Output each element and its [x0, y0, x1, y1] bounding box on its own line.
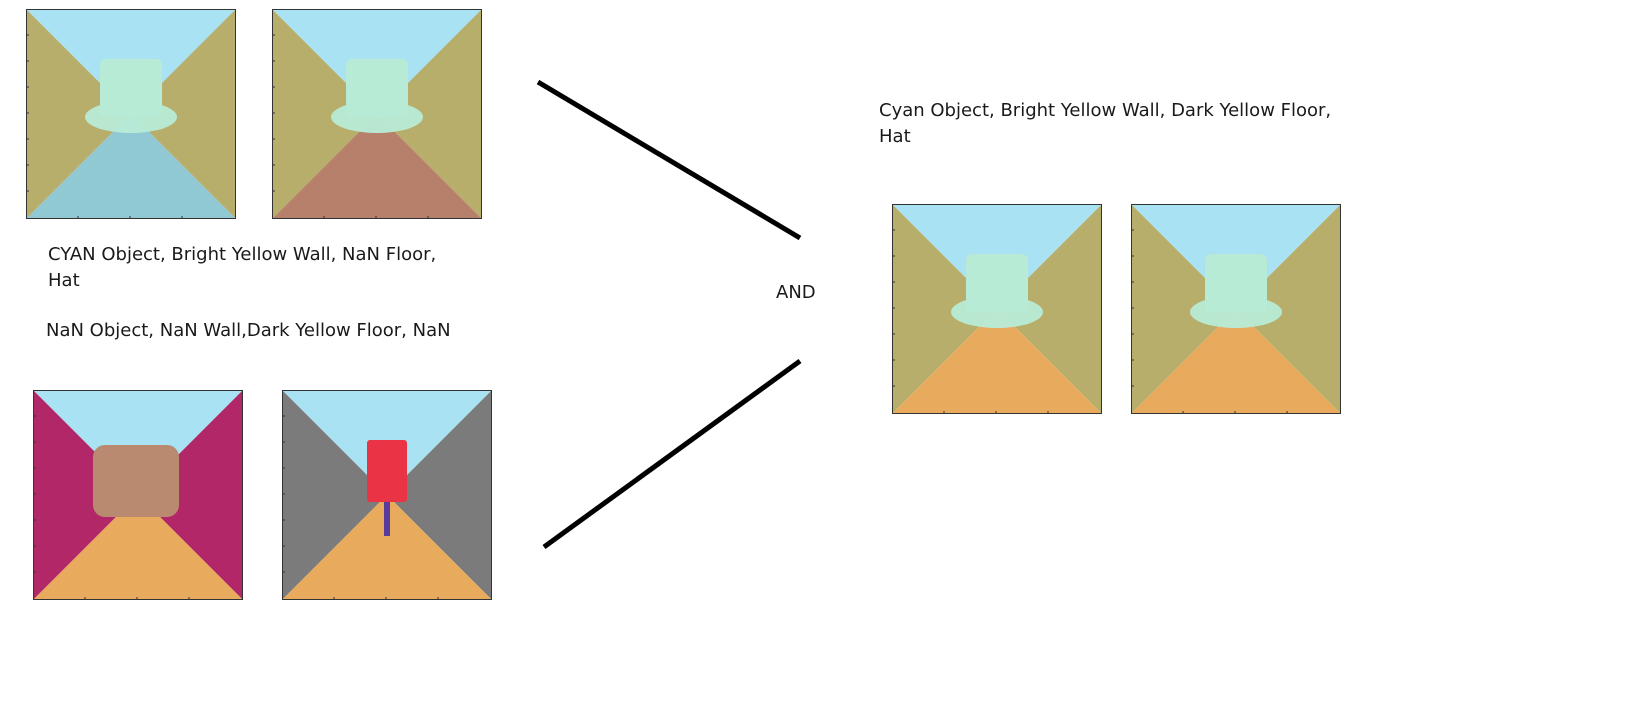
- panel-top-left-2: [272, 9, 482, 219]
- hat-crown: [1205, 254, 1267, 312]
- ceiling: [33, 390, 243, 495]
- right-wall: [1236, 204, 1341, 414]
- hat-crown: [346, 59, 408, 117]
- panel-top-left-1: [26, 9, 236, 219]
- panel-right-1: [892, 204, 1102, 414]
- left-wall: [26, 9, 131, 219]
- panel-frame: [892, 204, 1102, 414]
- hat-crown: [966, 254, 1028, 312]
- corridor-image: [282, 390, 492, 600]
- label-top-left: CYAN Object, Bright Yellow Wall, NaN Flo…: [48, 244, 437, 291]
- panel-frame: [33, 390, 243, 600]
- panel-frame: [282, 390, 492, 600]
- right-wall: [377, 9, 482, 219]
- left-wall: [272, 9, 377, 219]
- connector-line-top: [536, 79, 802, 241]
- corridor-image: [26, 9, 236, 219]
- right-wall: [131, 9, 236, 219]
- floor: [282, 495, 492, 600]
- post-stem: [384, 494, 390, 536]
- panel-frame: [1131, 204, 1341, 414]
- left-wall: [1131, 204, 1236, 414]
- panel-frame: [26, 9, 236, 219]
- corridor-image: [33, 390, 243, 600]
- box-object: [93, 445, 179, 517]
- floor: [272, 114, 482, 219]
- floor: [33, 495, 243, 600]
- corridor-image: [892, 204, 1102, 414]
- left-wall: [282, 390, 387, 600]
- connector-line-bottom: [542, 358, 802, 550]
- label-right: Cyan Object, Bright Yellow Wall, Dark Ye…: [879, 100, 1332, 147]
- floor: [1131, 309, 1341, 414]
- right-wall: [997, 204, 1102, 414]
- panel-bottom-left-1: [33, 390, 243, 600]
- floor: [26, 114, 236, 219]
- panel-bottom-left-2: [282, 390, 492, 600]
- hat-crown: [100, 59, 162, 117]
- floor: [892, 309, 1102, 414]
- panel-frame: [272, 9, 482, 219]
- panel-right-2: [1131, 204, 1341, 414]
- label-middle-left: NaN Object, NaN Wall,Dark Yellow Floor, …: [46, 320, 451, 341]
- right-wall: [138, 390, 243, 600]
- right-wall: [387, 390, 492, 600]
- left-wall: [33, 390, 138, 600]
- corridor-image: [272, 9, 482, 219]
- red-object: [367, 440, 407, 502]
- label-and: AND: [776, 282, 816, 303]
- corridor-image: [1131, 204, 1341, 414]
- left-wall: [892, 204, 997, 414]
